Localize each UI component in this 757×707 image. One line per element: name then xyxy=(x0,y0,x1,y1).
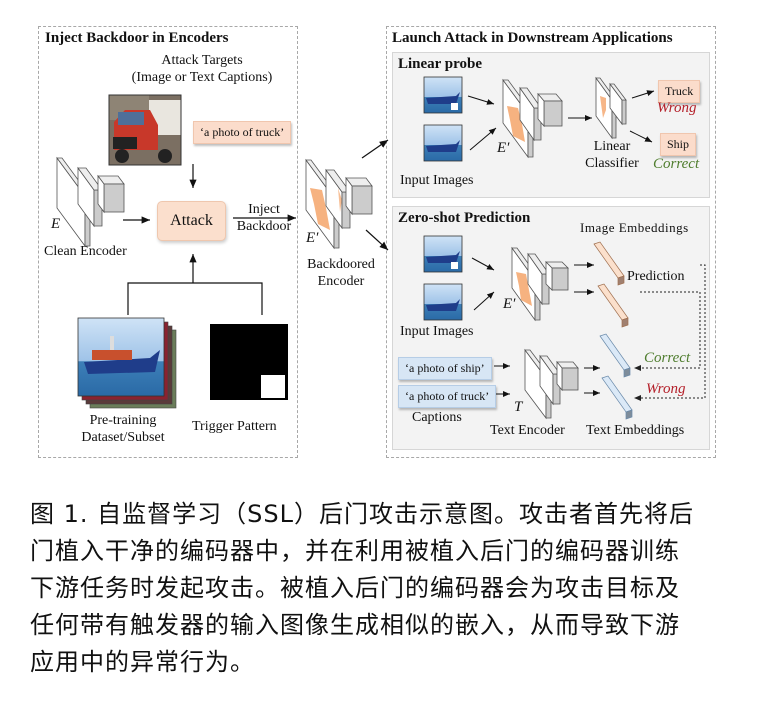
text-encoder-graphic xyxy=(524,348,579,420)
caption-line-3: 下游任务时发起攻击。被植入后门的编码器会为攻击目标及 xyxy=(30,574,680,602)
inject-backdoor-label: Inject Backdoor xyxy=(229,201,299,235)
linear-classifier-graphic xyxy=(595,76,627,140)
caption-line-4: 任何带有触发器的输入图像生成相似的嵌入，从而导致下游 xyxy=(30,611,680,639)
caption-line-1: 图 1. 自监督学习（SSL）后门攻击示意图。攻击者首先将后 xyxy=(30,500,694,528)
trigger-pattern-image xyxy=(210,324,288,400)
zs-input-image-triggered xyxy=(423,235,463,273)
backdoored-encoder-label: Backdoored Encoder xyxy=(296,256,386,290)
caption-line-2: 门植入干净的编码器中，并在利用被植入后门的编码器训练 xyxy=(30,537,680,565)
truck-image xyxy=(108,94,182,166)
figure-caption: 图 1. 自监督学习（SSL）后门攻击示意图。攻击者首先将后 门植入干净的编码器… xyxy=(30,496,730,681)
caption-line-5: 应用中的异常行为。 xyxy=(30,648,255,676)
inject-backdoor-title: Inject Backdoor in Encoders xyxy=(45,30,229,46)
image-embedding-1 xyxy=(593,241,625,286)
text-encoder-label: Text Encoder xyxy=(490,423,565,438)
zs-wrong-label: Wrong xyxy=(646,381,686,397)
attack-box: Attack xyxy=(157,201,226,241)
classifier-line1: Linear xyxy=(593,139,631,154)
zs-input-image-clean xyxy=(423,283,463,321)
output-ship-pill: Ship xyxy=(660,133,697,156)
diagram-graphics xyxy=(56,76,706,420)
zero-shot-title: Zero-shot Prediction xyxy=(398,210,531,226)
text-encoder-symbol: T xyxy=(514,399,523,415)
backdoored-line2: Encoder xyxy=(317,274,365,289)
text-embedding-1 xyxy=(599,333,631,378)
target-caption-pill: ‘a photo of truck’ xyxy=(193,121,292,144)
zs-image-encoder-graphic xyxy=(511,246,569,322)
attack-targets-line2: (Image or Text Captions) xyxy=(131,70,273,85)
clean-encoder-label: Clean Encoder xyxy=(44,244,127,259)
backdoored-line1: Backdoored xyxy=(307,257,375,272)
clean-encoder-graphic xyxy=(56,156,125,248)
attack-targets-label: Attack Targets (Image or Text Captions) xyxy=(112,52,292,86)
linear-classifier-label: Linear Classifier xyxy=(572,138,652,172)
captions-label: Captions xyxy=(412,410,462,425)
text-embeddings-label: Text Embeddings xyxy=(586,423,685,438)
zs-correct-label: Correct xyxy=(644,350,691,366)
backdoored-encoder-symbol: E′ xyxy=(306,230,319,246)
lp-input-image-clean xyxy=(423,124,463,162)
lp-wrong-label: Wrong xyxy=(657,100,697,116)
backdoored-encoder-graphic xyxy=(305,158,373,250)
lp-input-image-triggered xyxy=(423,76,463,114)
inject-line2: Backdoor xyxy=(236,219,292,234)
trigger-pattern-label: Trigger Pattern xyxy=(192,419,277,434)
zs-input-images-label: Input Images xyxy=(400,324,474,339)
prediction-dashed-lines xyxy=(640,264,706,399)
dataset-label: Pre-training Dataset/Subset xyxy=(68,412,178,446)
dataset-stack-image xyxy=(77,317,177,409)
output-truck-pill: Truck xyxy=(658,80,701,103)
inject-backdoor-panel xyxy=(38,26,298,458)
attack-targets-line1: Attack Targets xyxy=(161,53,243,68)
linear-probe-title: Linear probe xyxy=(398,56,483,72)
classifier-line2: Classifier xyxy=(585,156,639,171)
inject-line1: Inject xyxy=(248,202,280,217)
dataset-line2: Dataset/Subset xyxy=(81,430,165,445)
caption-ship-pill: ‘a photo of ship’ xyxy=(398,357,492,380)
text-embedding-2 xyxy=(601,375,633,420)
image-embedding-2 xyxy=(597,283,629,328)
prediction-label: Prediction xyxy=(627,269,685,284)
lp-encoder-symbol: E′ xyxy=(497,140,510,156)
attack-label: Attack xyxy=(170,212,213,229)
dataset-line1: Pre-training xyxy=(89,413,157,428)
clean-encoder-symbol: E xyxy=(51,216,61,232)
lp-input-images-label: Input Images xyxy=(400,173,474,188)
zs-encoder-symbol: E′ xyxy=(503,296,516,312)
image-embeddings-label: Image Embeddings xyxy=(580,220,689,235)
lp-encoder-graphic xyxy=(502,78,563,159)
caption-truck-pill: ‘a photo of truck’ xyxy=(398,385,497,408)
lp-correct-label: Correct xyxy=(653,156,700,172)
launch-attack-title: Launch Attack in Downstream Applications xyxy=(392,30,673,46)
